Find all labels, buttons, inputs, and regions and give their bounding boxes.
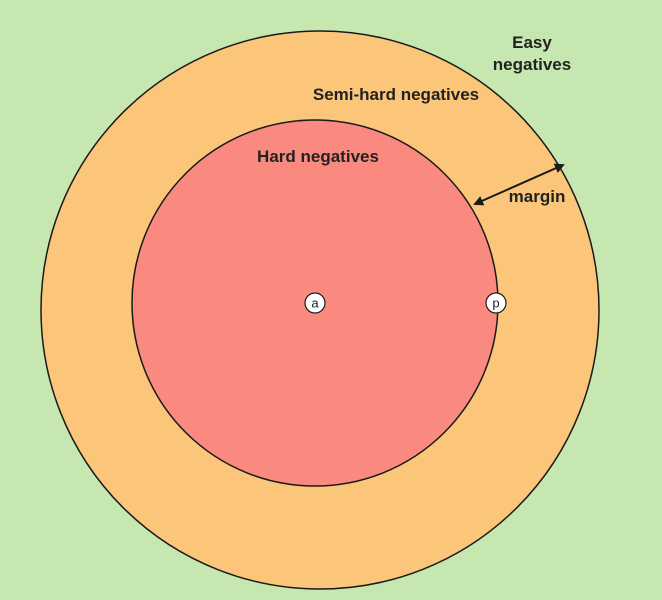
semi-hard-negatives-label: Semi-hard negatives bbox=[313, 85, 479, 104]
positive-point: p bbox=[485, 292, 507, 314]
margin-label: margin bbox=[509, 187, 566, 206]
margin-arrow bbox=[473, 163, 565, 206]
anchor-point-label: a bbox=[311, 296, 319, 311]
hard-negatives-label: Hard negatives bbox=[257, 147, 379, 166]
anchor-point: a bbox=[304, 292, 326, 314]
positive-point-label: p bbox=[492, 296, 499, 311]
easy-negatives-label-line1: Easy bbox=[512, 33, 552, 52]
easy-negatives-label-line2: negatives bbox=[493, 55, 571, 74]
